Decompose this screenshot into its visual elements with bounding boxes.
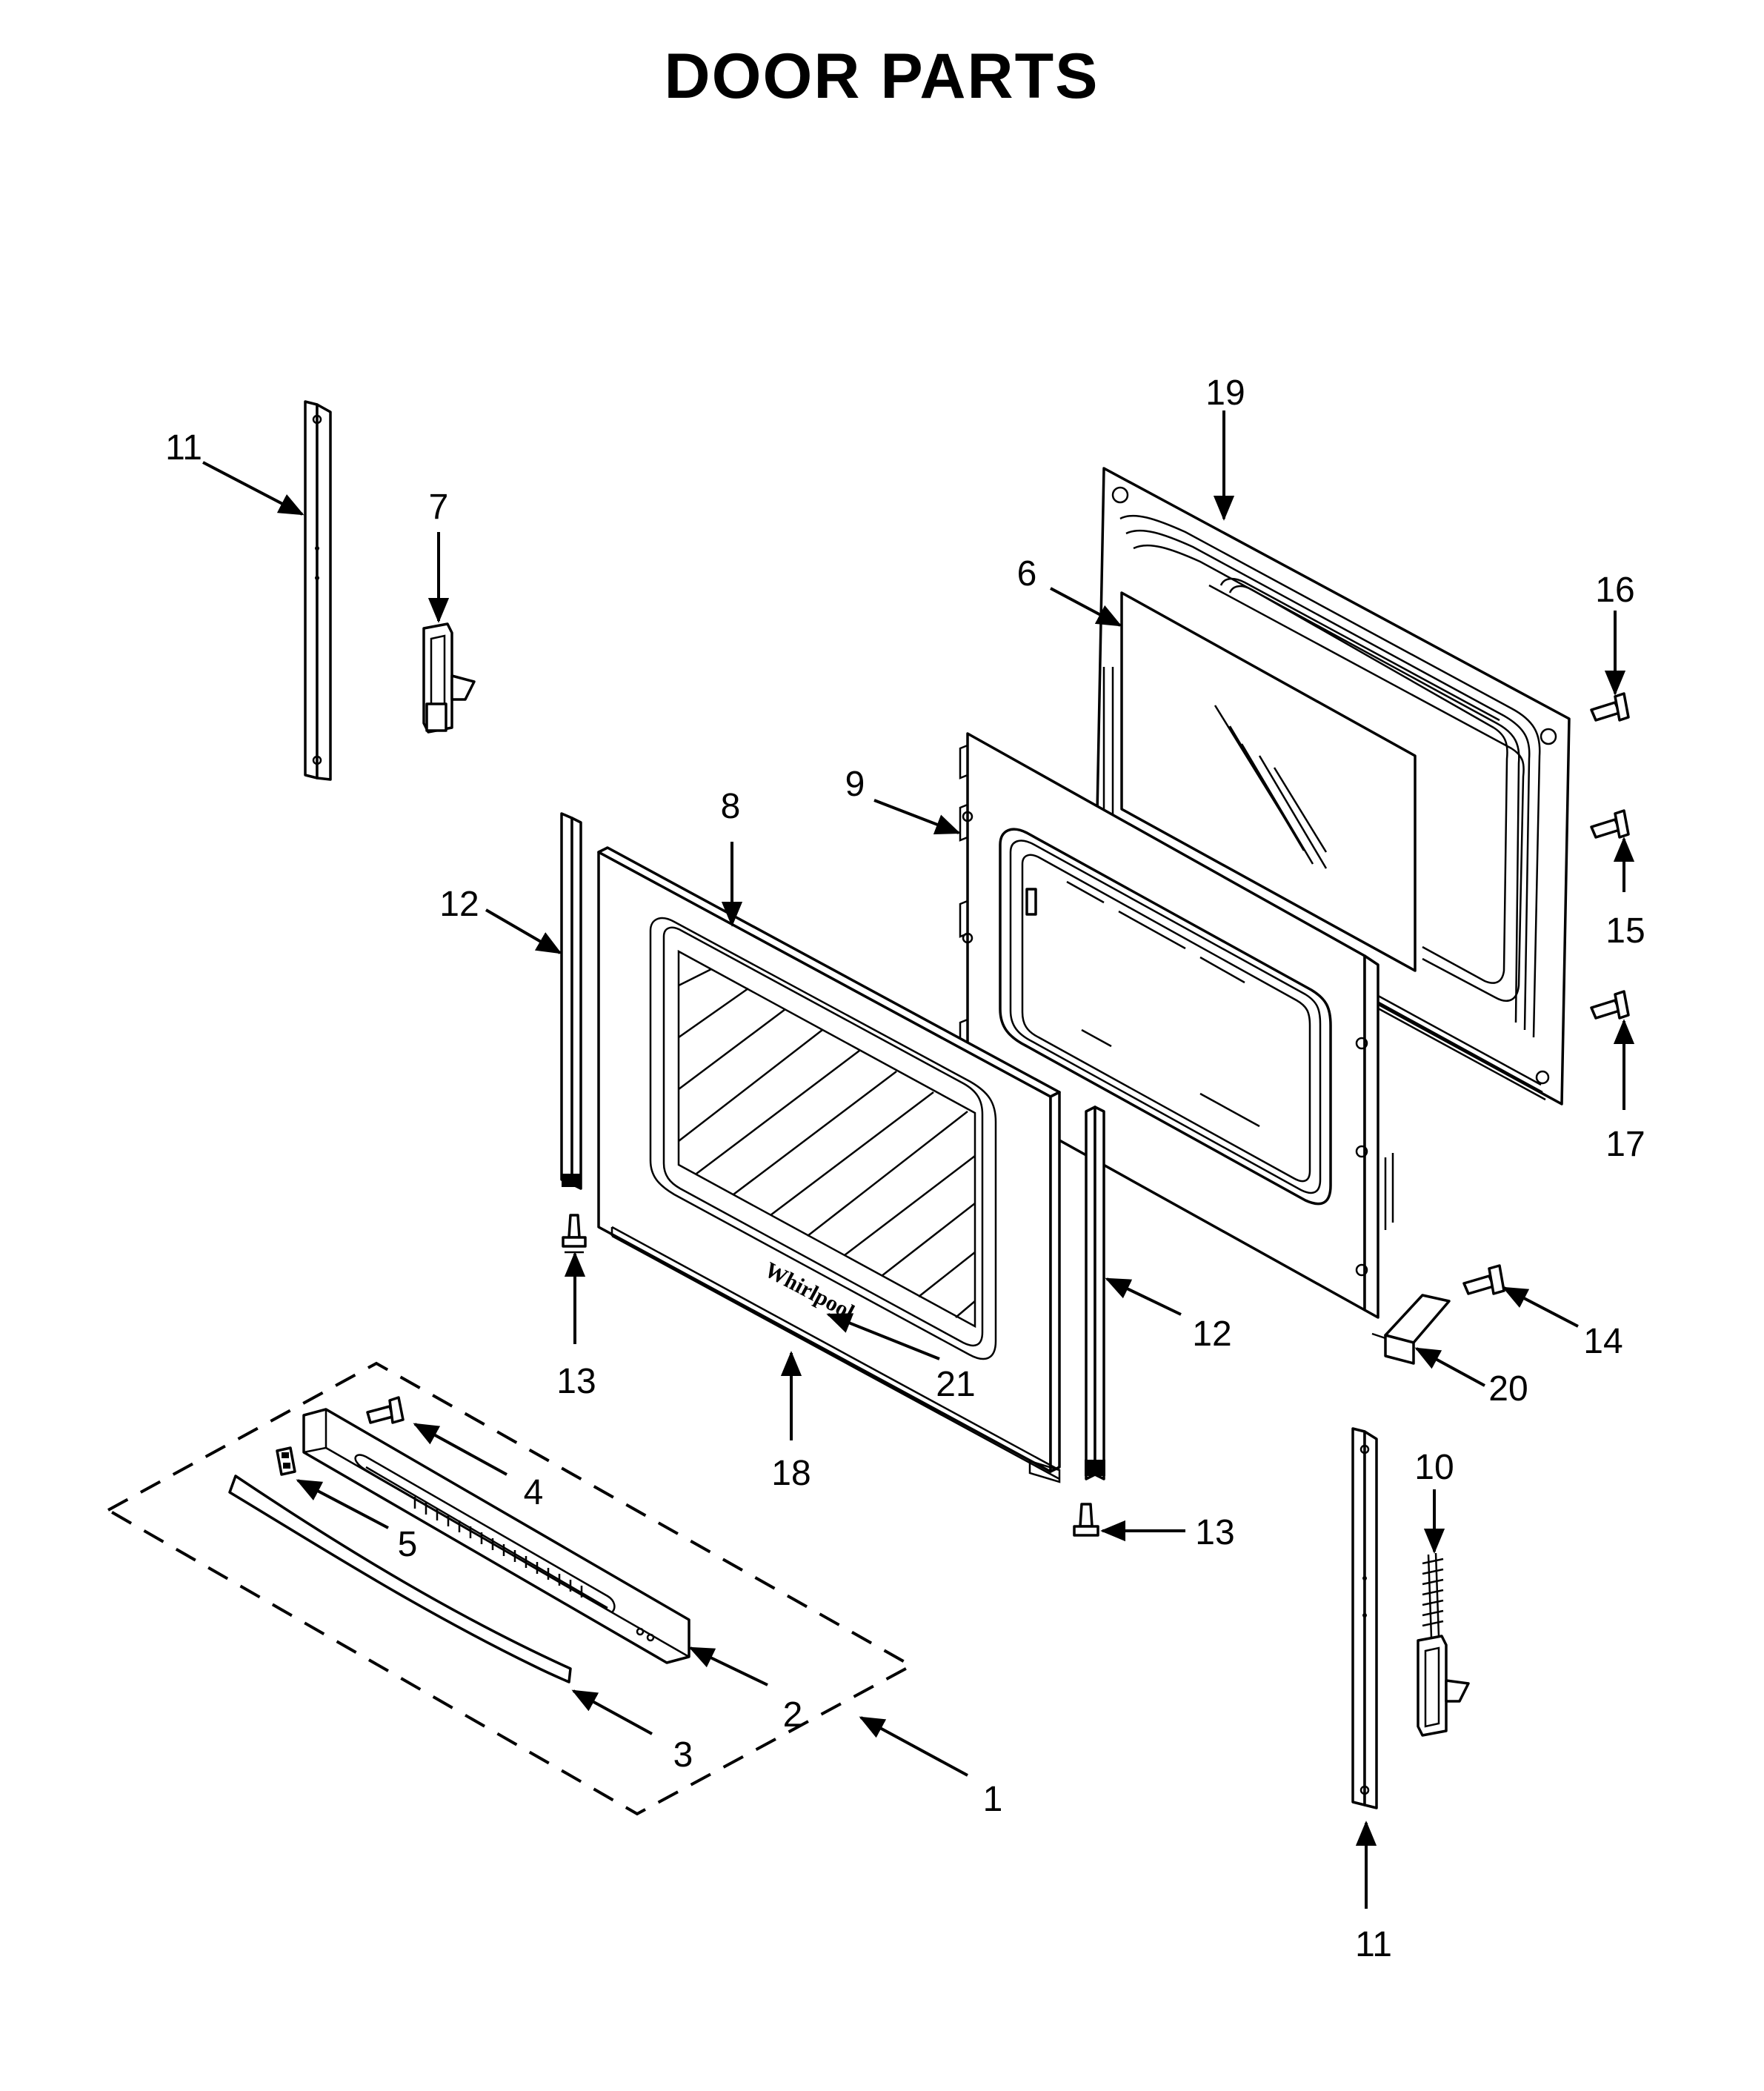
part-7-hinge xyxy=(422,622,476,734)
callout-3: 3 xyxy=(673,1735,693,1775)
callout-18: 18 xyxy=(771,1454,811,1493)
callout-13-right: 13 xyxy=(1195,1513,1234,1552)
part-1-handle-assembly-outline xyxy=(104,1361,915,1816)
part-12-left-side-trim xyxy=(560,812,582,1190)
callout-15: 15 xyxy=(1605,911,1645,951)
part-14-screw xyxy=(1462,1264,1505,1295)
part-3-handle-bar xyxy=(228,1475,572,1683)
part-11-left-hinge-receiver xyxy=(304,400,332,781)
callout-4: 4 xyxy=(524,1473,544,1512)
callout-6: 6 xyxy=(1017,554,1037,594)
callout-9: 9 xyxy=(845,765,865,804)
callout-11-top: 11 xyxy=(165,428,202,468)
part-11-right-hinge-receiver xyxy=(1351,1427,1378,1809)
part-15-screw xyxy=(1590,809,1630,839)
part-2-handle-base xyxy=(302,1408,690,1664)
callout-19: 19 xyxy=(1205,373,1245,413)
leader-lines xyxy=(202,410,1635,1909)
part-13-right-screw xyxy=(1073,1503,1099,1537)
part-20-bracket xyxy=(1371,1294,1451,1365)
part-16-screw xyxy=(1590,692,1630,722)
part-12-right-side-trim xyxy=(1085,1106,1105,1480)
part-17-screw xyxy=(1590,990,1630,1020)
callout-5: 5 xyxy=(398,1525,418,1564)
callout-14: 14 xyxy=(1583,1322,1622,1361)
callout-1: 1 xyxy=(983,1780,1003,1819)
part-18-bottom-trim xyxy=(610,1226,1061,1483)
part-4-screw xyxy=(366,1396,405,1424)
part-8-outer-door-panel: Whirlpool xyxy=(597,846,1061,1473)
part-13-left-screw xyxy=(562,1214,587,1254)
callout-20: 20 xyxy=(1488,1369,1528,1409)
part-5-end-cap xyxy=(276,1446,296,1476)
callout-2: 2 xyxy=(783,1695,803,1735)
callout-17: 17 xyxy=(1605,1125,1645,1164)
callout-7: 7 xyxy=(429,488,449,527)
callout-labels: 11 7 19 6 16 9 8 12 15 17 13 12 14 21 20… xyxy=(165,373,1645,1964)
part-6-inner-glass xyxy=(1120,591,1417,972)
callout-21: 21 xyxy=(936,1365,975,1404)
part-10-hinge xyxy=(1417,1552,1470,1737)
part-9-door-frame xyxy=(959,732,1394,1319)
callout-12-left: 12 xyxy=(439,885,479,924)
callout-10: 10 xyxy=(1414,1448,1454,1487)
callout-16: 16 xyxy=(1595,571,1634,610)
callout-12-right: 12 xyxy=(1192,1314,1231,1354)
callout-13-left: 13 xyxy=(556,1362,596,1401)
callout-11-bottom: 11 xyxy=(1355,1925,1392,1964)
page-title: DOOR PARTS xyxy=(665,41,1099,112)
callout-8: 8 xyxy=(721,787,741,826)
